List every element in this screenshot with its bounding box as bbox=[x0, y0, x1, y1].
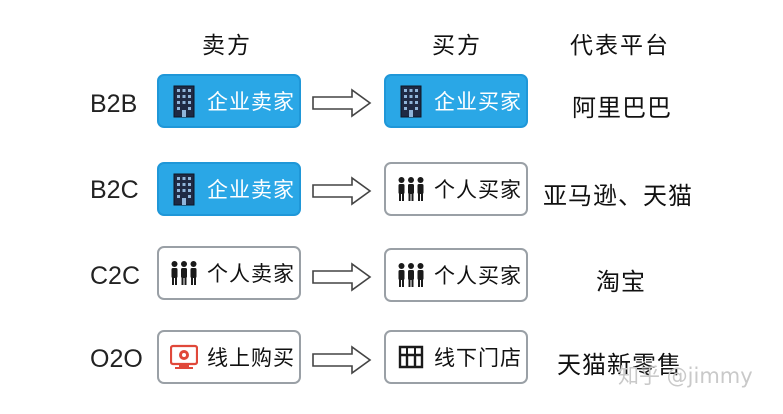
arrow-right-icon bbox=[312, 176, 372, 206]
b2c-buyer-label: 个人买家 bbox=[434, 178, 522, 202]
watermark: 知乎 @jimmy bbox=[618, 364, 753, 388]
o2o-buyer-label: 线下门店 bbox=[434, 346, 522, 370]
building-icon bbox=[169, 170, 199, 208]
o2o-seller-box: 线上购买 bbox=[157, 330, 301, 384]
c2c-buyer-box: 个人买家 bbox=[384, 248, 528, 302]
row-label-c2c: C2C bbox=[90, 262, 141, 290]
b2c-seller-box: 企业卖家 bbox=[157, 162, 301, 216]
people-icon bbox=[396, 170, 426, 208]
c2c-seller-box: 个人卖家 bbox=[157, 246, 301, 300]
header-seller: 卖方 bbox=[202, 33, 252, 59]
header-platform: 代表平台 bbox=[570, 33, 670, 59]
c2c-seller-label: 个人卖家 bbox=[207, 262, 295, 286]
building-icon bbox=[169, 82, 199, 120]
b2c-seller-label: 企业卖家 bbox=[207, 178, 295, 202]
header-buyer: 买方 bbox=[432, 33, 482, 59]
store-icon bbox=[396, 338, 426, 376]
row-label-o2o: O2O bbox=[90, 345, 143, 373]
o2o-buyer-box: 线下门店 bbox=[384, 330, 528, 384]
people-icon bbox=[169, 254, 199, 292]
o2o-seller-label: 线上购买 bbox=[207, 346, 295, 370]
online-shop-icon bbox=[169, 338, 199, 376]
c2c-buyer-label: 个人买家 bbox=[434, 264, 522, 288]
b2c-buyer-box: 个人买家 bbox=[384, 162, 528, 216]
b2b-buyer-box: 企业买家 bbox=[384, 74, 528, 128]
row-label-b2c: B2C bbox=[90, 176, 139, 204]
b2b-seller-label: 企业卖家 bbox=[207, 90, 295, 114]
row-label-b2b: B2B bbox=[90, 90, 138, 118]
arrow-right-icon bbox=[312, 88, 372, 118]
arrow-right-icon bbox=[312, 345, 372, 375]
arrow-right-icon bbox=[312, 262, 372, 292]
people-icon bbox=[396, 256, 426, 294]
building-icon bbox=[396, 82, 426, 120]
b2c-platform: 亚马逊、天猫 bbox=[543, 182, 693, 210]
c2c-platform: 淘宝 bbox=[596, 268, 646, 296]
b2b-platform: 阿里巴巴 bbox=[572, 94, 672, 122]
b2b-buyer-label: 企业买家 bbox=[434, 90, 522, 114]
o2o-platform: 天猫新零售 bbox=[557, 351, 682, 379]
b2b-seller-box: 企业卖家 bbox=[157, 74, 301, 128]
